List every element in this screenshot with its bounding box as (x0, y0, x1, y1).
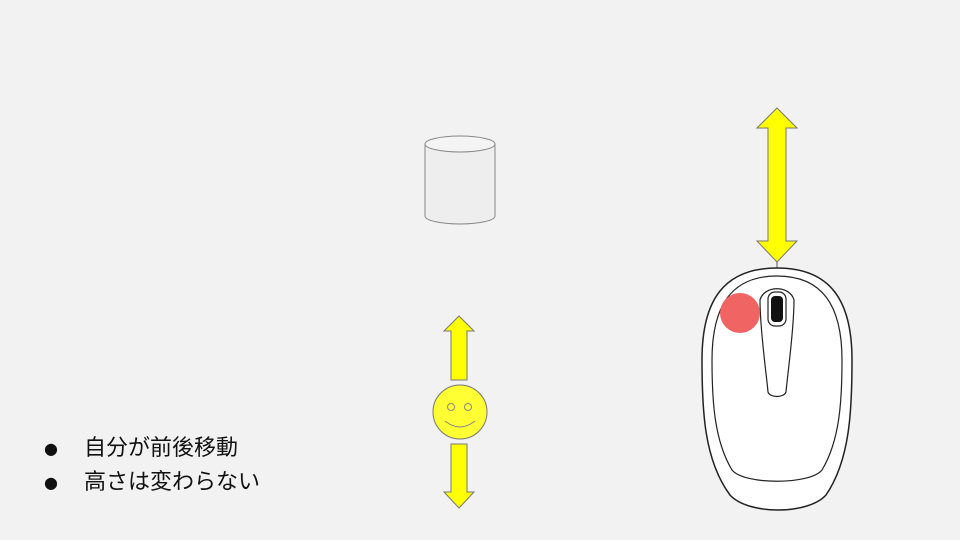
double-arrow-icon (755, 107, 799, 263)
cylinder-icon (424, 135, 496, 225)
bullet-icon: ● (44, 473, 58, 492)
bullet-icon: ● (44, 439, 58, 458)
note-text-move: 自分が前後移動 (84, 436, 239, 461)
left-button-highlight (720, 293, 760, 333)
bullet-notes: ● 自分が前後移動 ● 高さは変わらない (44, 432, 260, 500)
note-text-height: 高さは変わらない (84, 470, 261, 495)
smiley-face-icon (432, 384, 488, 440)
mouse-icon (701, 262, 853, 511)
up-arrow-icon (442, 315, 476, 381)
note-item: ● 自分が前後移動 (44, 432, 260, 466)
down-arrow-icon (442, 443, 476, 509)
note-item: ● 高さは変わらない (44, 466, 260, 500)
